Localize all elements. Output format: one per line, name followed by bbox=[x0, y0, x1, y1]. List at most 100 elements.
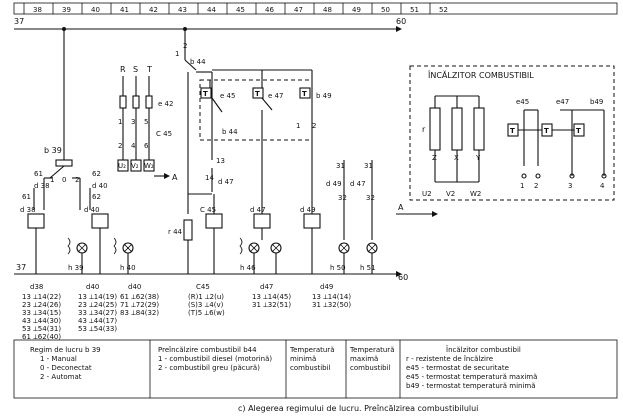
contact-table-title: d49 bbox=[320, 283, 333, 291]
ruler-cell-label: 45 bbox=[236, 6, 245, 14]
legend-title: combustibil bbox=[290, 364, 331, 372]
contact-table-row: 13 ⟂14(22) bbox=[22, 293, 61, 301]
contactor-c45: C 45 bbox=[200, 194, 223, 274]
resistor-r44: r 44 bbox=[168, 219, 193, 274]
b49-label: b 49 bbox=[316, 92, 332, 100]
contact-table-row: 33 ⟂34(27) bbox=[78, 309, 117, 317]
ruler-cell-label: 39 bbox=[62, 6, 71, 14]
legend-title: Preîncălzire combustibil b44 bbox=[158, 346, 257, 354]
contact-table-title: d38 bbox=[30, 283, 43, 291]
legend-row: r - rezistente de încălzire bbox=[406, 355, 493, 363]
contact-table-row: 23 ⟂24(25) bbox=[78, 301, 117, 309]
contact-table-row: (R)1 ⟂2(u) bbox=[188, 293, 224, 301]
ruler-cell-label: 38 bbox=[33, 6, 42, 14]
d49-coil-label: d 49 bbox=[300, 206, 316, 214]
d49-contact-label: d 49 bbox=[326, 180, 342, 188]
contact-table-row: (S)3 ⟂4(v) bbox=[188, 301, 224, 309]
out-v2: V₂ bbox=[131, 162, 139, 170]
relay-d38: d 38 bbox=[20, 206, 45, 274]
legend-row: 1 - Manual bbox=[40, 355, 77, 363]
ruler-cell-label: 48 bbox=[323, 6, 332, 14]
ruler-cell-label: 51 bbox=[410, 6, 419, 14]
term-4: 4 bbox=[131, 142, 136, 150]
legend-row: 2 - Automat bbox=[40, 373, 82, 381]
relay-d38-tag: d 38 bbox=[34, 182, 50, 190]
e47-t-box: T bbox=[255, 90, 260, 98]
ruler-cell-label: 43 bbox=[178, 6, 187, 14]
arrow-to-heater: A bbox=[396, 203, 438, 217]
legend-title: Regim de lucru b 39 bbox=[30, 346, 101, 354]
ruler-cell-label: 40 bbox=[91, 6, 100, 14]
heater-term-1: 1 bbox=[520, 182, 524, 190]
ruler-cell-label: 44 bbox=[207, 6, 216, 14]
heater-t-box-1: T bbox=[510, 127, 515, 135]
b44-pos-2: 2 bbox=[183, 42, 187, 50]
contact-table-title: C45 bbox=[196, 283, 210, 291]
contact-table-title: d47 bbox=[260, 283, 273, 291]
b44-second-label: b 44 bbox=[222, 128, 238, 136]
d47-32: 32 bbox=[366, 194, 375, 202]
legend-title: combustibil bbox=[350, 364, 391, 372]
term-2: 2 bbox=[118, 142, 122, 150]
thermostat-b49: T b 49 bbox=[299, 87, 332, 100]
lamp-branch-h50-h51: 31 31 d 49 d 47 32 32 h 50 h 51 bbox=[326, 160, 378, 274]
contact-61-left: 61 bbox=[34, 170, 43, 178]
bottom-bus: 37 60 bbox=[14, 263, 408, 282]
top-bus: 37 60 bbox=[14, 17, 406, 32]
relay-d40-tag: d 40 bbox=[92, 182, 108, 190]
mode-switch-b39: b 39 1 0 2 61 62 d 38 d 40 61 62 bbox=[22, 27, 108, 210]
lamp-h50-label: h 50 bbox=[330, 264, 346, 272]
legend-title: maximă bbox=[350, 355, 378, 363]
bus-left-bottom-label: 37 bbox=[16, 263, 26, 272]
term-3: 3 bbox=[131, 118, 135, 126]
contact-table-row: 33 ⟂34(15) bbox=[22, 309, 61, 317]
ruler-cell-label: 49 bbox=[352, 6, 361, 14]
heater-e45-label: e45 bbox=[516, 98, 529, 106]
ruler-cell-label: 46 bbox=[265, 6, 274, 14]
contact-table-row: 71 ⟂72(29) bbox=[120, 301, 159, 309]
r44-label: r 44 bbox=[168, 228, 183, 236]
bus-right-bottom-label: 60 bbox=[398, 273, 408, 282]
relay-d47: d 47 bbox=[250, 110, 271, 240]
heater-v2: V2 bbox=[446, 190, 455, 198]
contact-table-row: 53 ⟂54(33) bbox=[78, 325, 117, 333]
b44-pos-1: 1 bbox=[175, 50, 179, 58]
contact-table-row: 43 ⟂44(17) bbox=[78, 317, 117, 325]
term-1: 1 bbox=[118, 118, 122, 126]
lamp-h51-label: h 51 bbox=[360, 264, 376, 272]
heater-term-3: 3 bbox=[568, 182, 572, 190]
contact-table-row: 61 ⟂62(40) bbox=[22, 333, 61, 341]
bus-left-top-label: 37 bbox=[14, 17, 24, 26]
contact-62b: 62 bbox=[92, 193, 101, 201]
heater-box: ÎNCĂLZITOR COMBUSTIBIL r Z X Y U2 V2 W2 … bbox=[409, 65, 615, 201]
phase-s-label: S bbox=[133, 65, 138, 74]
b49-t-box: T bbox=[302, 90, 307, 98]
e47-label: e 47 bbox=[268, 92, 283, 100]
supply-arrow-label: A bbox=[172, 173, 178, 182]
legend-row: e45 - termostat de securitate bbox=[406, 364, 509, 372]
c45-coil-label: C 45 bbox=[200, 206, 216, 214]
contact-table-title: d40 bbox=[86, 283, 99, 291]
contact-table-row: (T)5 ⟂6(w) bbox=[188, 309, 225, 317]
heater-arrow-label: A bbox=[398, 203, 404, 212]
figure-caption: c) Alegerea regimului de lucru. Preîncăl… bbox=[238, 404, 478, 413]
ruler-cell-label: 41 bbox=[120, 6, 129, 14]
b44-term-1: 1 bbox=[296, 122, 300, 130]
legend-title: minimă bbox=[290, 355, 316, 363]
relay-d49: d 49 bbox=[300, 140, 321, 274]
d47-14: 14 bbox=[205, 174, 214, 182]
legend-title: Temperatură bbox=[289, 346, 334, 354]
supply-rst: R S T e 42 1 3 5 2 4 6 C 45 U₂ V₂ W₂ A bbox=[117, 65, 178, 182]
heater-t-box-3: T bbox=[576, 127, 581, 135]
ruler-cell-label: 42 bbox=[149, 6, 158, 14]
heater-term-4: 4 bbox=[600, 182, 605, 190]
legend-row: 2 - combustibil greu (păcură) bbox=[158, 364, 260, 372]
contact-table-row: 83 ⟂84(32) bbox=[120, 309, 159, 317]
legend-row: 0 - Deconectat bbox=[40, 364, 92, 372]
d47-contact-label: d 47 bbox=[218, 178, 234, 186]
contact-table-row: 13 ⟂14(45) bbox=[252, 293, 291, 301]
heater-t-box-2: T bbox=[544, 127, 549, 135]
contact-table-row: 31 ⟂32(50) bbox=[312, 301, 351, 309]
